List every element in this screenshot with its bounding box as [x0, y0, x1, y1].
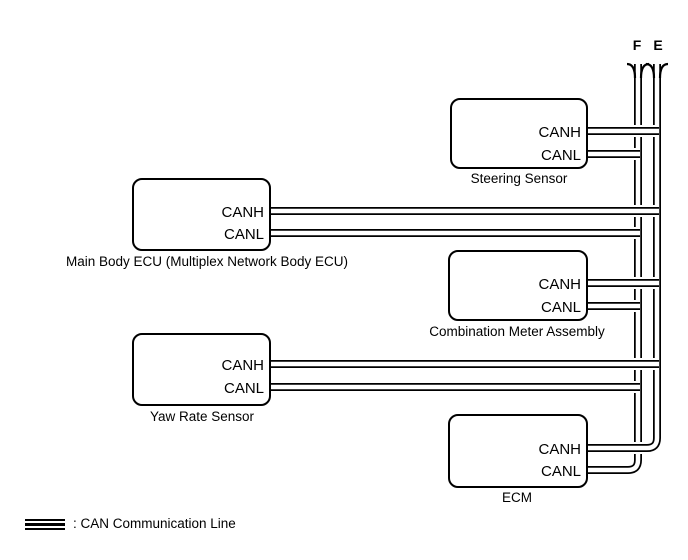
- pin-label-canl: CANL: [540, 147, 581, 164]
- bus-f-top-cap: [626, 62, 650, 79]
- pin-label-canh: CANH: [538, 124, 581, 141]
- bus-e-top-cap: [645, 62, 669, 79]
- node-label-combination-meter: Combination Meter Assembly: [429, 324, 605, 339]
- legend: : CAN Communication Line: [25, 516, 236, 532]
- pin-label-canl: CANL: [540, 299, 581, 316]
- ecu-box-ecm: CANH CANL: [448, 414, 588, 488]
- bus-e-trunk-line: [588, 64, 657, 448]
- ecu-box-combination-meter: CANH CANL: [448, 250, 588, 321]
- pin-label-canh: CANH: [538, 276, 581, 293]
- bus-label-f: F: [632, 37, 642, 53]
- bus-f-trunk-line: [588, 64, 638, 470]
- legend-label: : CAN Communication Line: [73, 516, 236, 531]
- ecu-box-yaw-rate-sensor: CANH CANL: [132, 333, 271, 406]
- pin-label-canh: CANH: [538, 441, 581, 458]
- pin-label-canh: CANH: [221, 204, 264, 221]
- node-label-ecm: ECM: [502, 490, 532, 505]
- bus-label-e: E: [653, 37, 663, 53]
- pin-label-canl: CANL: [223, 226, 264, 243]
- ecu-box-steering-sensor: CANH CANL: [450, 98, 588, 169]
- node-label-yaw-rate-sensor: Yaw Rate Sensor: [149, 409, 255, 424]
- node-label-main-body-ecu: Main Body ECU (Multiplex Network Body EC…: [65, 254, 349, 269]
- ecu-box-main-body-ecu: CANH CANL: [132, 178, 271, 251]
- node-label-steering-sensor: Steering Sensor: [470, 171, 568, 186]
- can-line-swatch-icon: [25, 518, 65, 530]
- pin-label-canl: CANL: [223, 380, 264, 397]
- pin-label-canh: CANH: [221, 357, 264, 374]
- pin-label-canl: CANL: [540, 463, 581, 480]
